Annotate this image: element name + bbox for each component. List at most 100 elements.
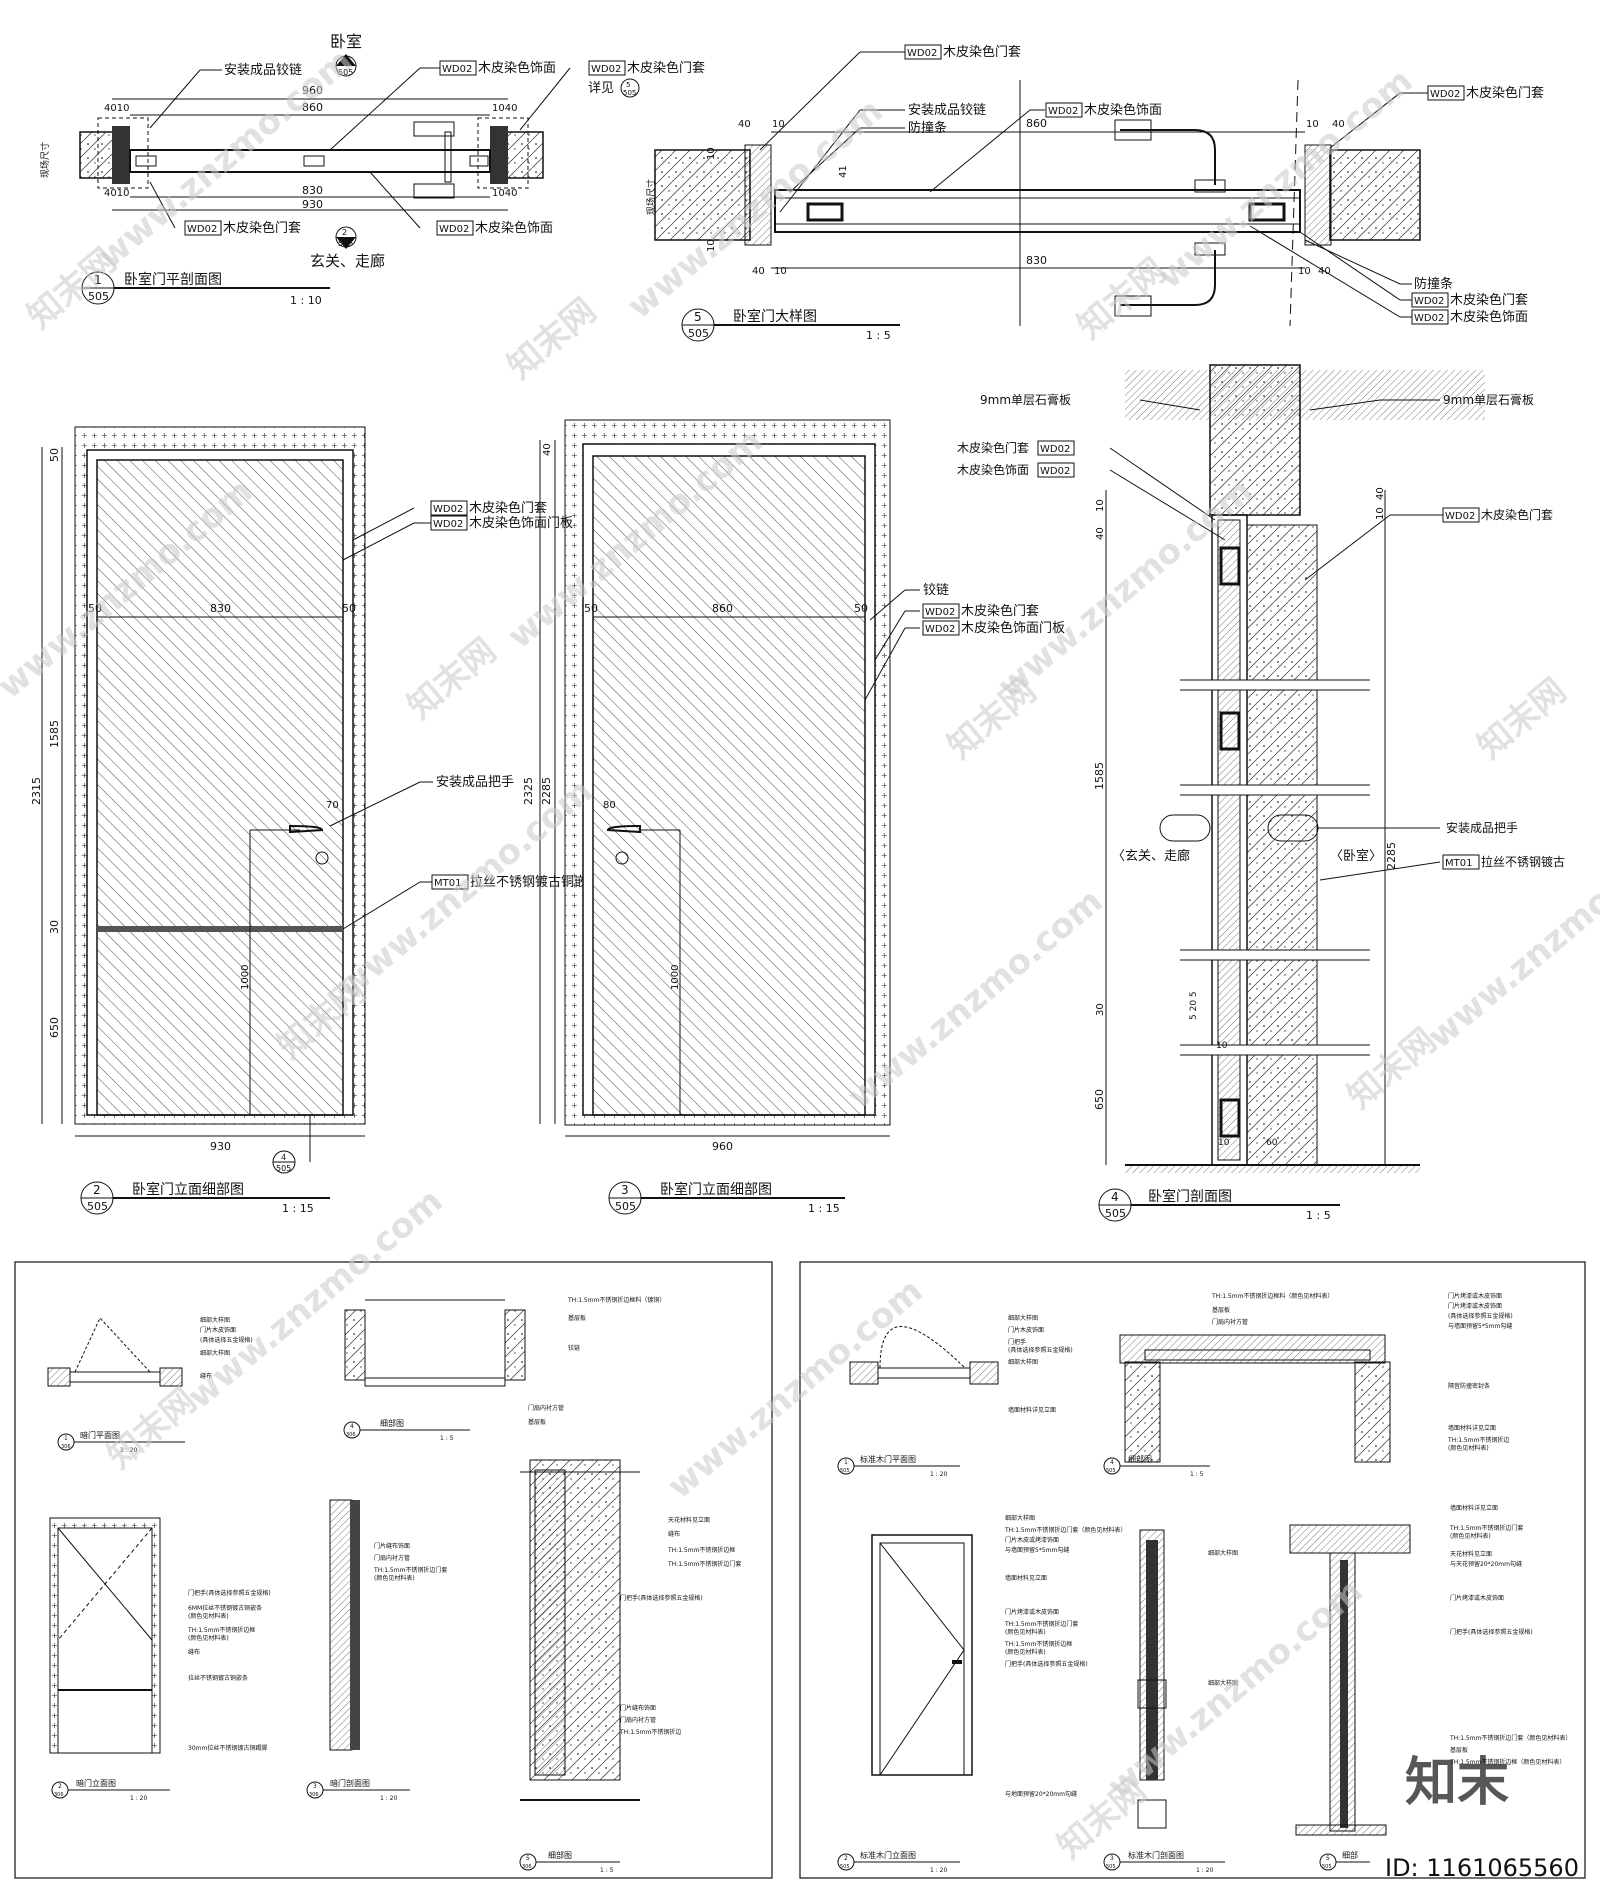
note: 细部大样图 [200,1316,230,1324]
callout-4-sheet: 505 [276,1164,291,1173]
dim-70: 70 [326,800,339,811]
sheet-right-standard-door: 标准木门平面图 1 : 20 1 505 细部图 1 : 5 4 505 标准木… [799,1261,1586,1879]
tag-wd02: WD02 [1414,296,1444,307]
label-wd-frame-right: 木皮染色门套 [1481,507,1553,522]
wall-right [1329,149,1421,241]
note: (颜色见材料表) [188,1612,229,1620]
keyhole-icon [615,851,629,865]
note: TH:1.5mm不锈钢折边门套 [1449,1524,1523,1532]
note: 门片木皮或烤漆饰面 [1005,1536,1059,1544]
title-2-scale: 1 : 15 [282,1202,314,1215]
watermark-url: www.znzmo.com [180,1181,450,1417]
note: 基层板 [1212,1306,1230,1314]
title-3: 卧室门立面细部图 [660,1181,772,1198]
note: 与天花预留20*20mm勾缝 [1450,1560,1522,1568]
drawing-3-elevation: 2325 2285 40 960 860 50 50 80 1000 铰链 WD… [522,419,1065,1215]
handle-bottom [413,183,455,199]
label-wd-frame-top: 木皮染色门套 [627,60,705,76]
callout-top-num: 3 [342,57,347,66]
label-wd-frame-right: 木皮染色门套 [1466,85,1544,101]
drawing-5-detail: 860 830 40 10 10 40 40 10 10 40 41 10 10… [645,44,1544,342]
title-3-number: 3 [621,1183,629,1197]
label-wd-frame-left: 木皮染色门套 [957,440,1029,455]
wall-right [504,131,544,179]
left-plan-sheet: 306 [61,1444,71,1450]
dim-930: 930 [210,1140,231,1153]
section-arrow-down-icon [336,237,356,249]
note: (具体选择参照五金规格) [1448,1312,1513,1320]
note: TH:1.5mm不锈钢折边门套（颜色见材料表） [1449,1734,1571,1742]
callout-top-sheet: 505 [338,68,353,77]
dim-50: 50 [854,602,868,615]
right-sect-title: 标准木门剖面图 [1128,1850,1184,1860]
dim-860: 860 [1026,117,1047,130]
right-sect-sheet: 505 [1106,1864,1116,1870]
dim-930: 930 [302,198,323,211]
left-elev-title: 暗门立面图 [76,1778,116,1788]
note: TH:1.5mm不锈钢折边框（颜色见材料表） [1449,1758,1565,1766]
note: 基层板 [568,1314,586,1322]
label-wd-leaf: 木皮染色饰面门板 [469,515,573,531]
right-plan-sheet: 505 [840,1468,850,1474]
note: 门片烤漆或木皮饰面 [1448,1292,1502,1300]
dim-40: 40 [1095,527,1106,540]
label-detail: 详见 [588,81,614,96]
keyhole-icon [315,851,329,865]
label-wd-frame-bottom: 木皮染色门套 [223,220,301,236]
note: TH:1.5mm不锈钢折边框 [187,1626,255,1634]
dim-50: 50 [584,602,598,615]
label-wd-panel: 木皮染色饰面 [1084,102,1162,118]
note: 门把手(具体选择参照五金规格) [620,1594,703,1602]
callout-bottom-sheet: 505 [338,239,353,248]
title-2-sheet: 505 [87,1200,108,1213]
dim-1000: 1000 [670,965,681,990]
label-wd-panel-top: 木皮染色饰面 [478,60,556,76]
dim-960: 960 [712,1140,733,1153]
drawing-1-plan-section: 960 860 830 930 4010 1040 4010 1040 现场尺寸… [39,32,705,307]
note: TH:1.5mm不锈钢折边 [619,1728,681,1736]
dim-1585: 1585 [1093,762,1106,790]
detail-ref-sheet: 505 [623,89,636,97]
right-detail-sheet: 505 [1106,1468,1116,1474]
dim-10: 10 [1095,499,1106,512]
dim-80: 80 [603,800,616,811]
note: 缝布 [668,1530,680,1538]
dim-50: 50 [342,602,356,615]
dim-10: 10 [772,119,785,130]
left-sect-sheet: 306 [309,1792,319,1798]
watermark-brand: 知末网 [400,631,504,727]
tag-wd02: WD02 [439,224,469,235]
note: (颜色见材料表) [1448,1444,1489,1452]
note: 门片木皮饰面 [1008,1326,1044,1334]
dim-860: 860 [712,602,733,615]
note: (颜色见材料表) [1450,1532,1491,1540]
handle-top [1120,129,1216,185]
tag-wd02: WD02 [442,64,472,75]
tag-wd02: WD02 [1445,511,1475,522]
right-plan-title: 标准木门平面图 [860,1454,916,1464]
dim-830: 830 [1026,254,1047,267]
note: 门片缝布饰面 [374,1542,410,1550]
right-elev-scale: 1 : 20 [930,1867,947,1874]
title-2-number: 2 [93,1183,101,1197]
tag-mt01: MT01 [434,878,461,889]
wall-section [1246,524,1318,1166]
label-wd-frame-right-2: 木皮染色门套 [1450,292,1528,308]
title-1: 卧室门平剖面图 [124,271,222,288]
label-wd-frame: 木皮染色门套 [469,500,547,516]
dim-50: 50 [88,602,102,615]
right-detail2-title: 细部 [1342,1850,1358,1860]
dim-4010-top: 4010 [104,103,129,114]
note: 门扇内衬方管 [528,1404,564,1412]
left-sect-num: 3 [313,1783,317,1790]
note: 基层板 [1450,1746,1468,1754]
watermark-id: ID: 1161065560 [1385,1854,1579,1882]
drawing-4-section: 10 40 1585 30 650 10 40 2285 5 20 5 10 1… [957,364,1565,1222]
right-sect-scale: 1 : 20 [1196,1867,1213,1874]
dim-50: 50 [48,448,61,462]
left-detail2-scale: 1 : 5 [600,1867,614,1874]
left-sect-scale: 1 : 20 [380,1795,397,1802]
note: TH:1.5mm不锈钢折边门套 [1004,1620,1078,1628]
tag-wd02: WD02 [925,607,955,618]
label-room-bedroom: 〈卧室〉 [1330,848,1382,864]
